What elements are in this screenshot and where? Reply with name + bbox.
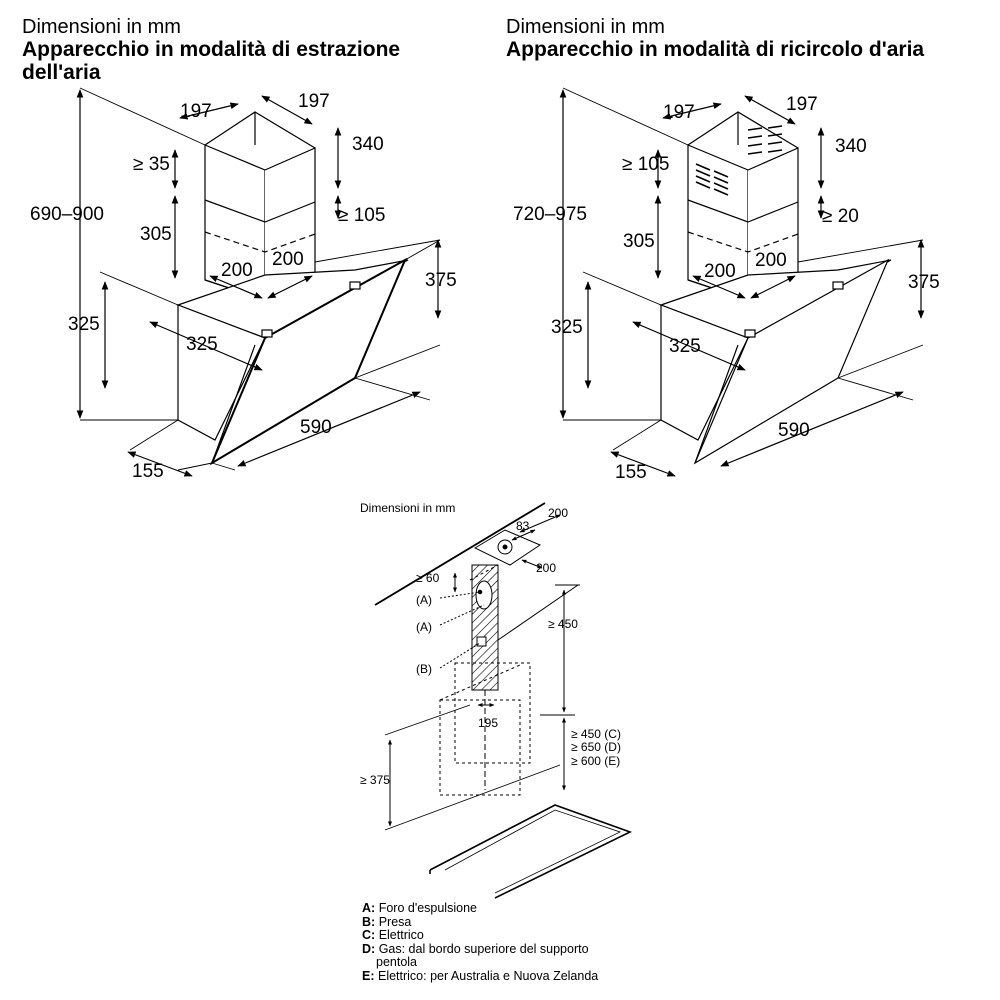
dim-gap-bottom: ≥ 20 [822,206,859,227]
dim-chimney-w1: 197 [663,102,695,123]
hood-recirculation-dimensions: 720–975 325 305 ≥ 105 197 197 340 ≥ 20 2… [513,94,940,483]
dim-chimney-upper: 340 [835,136,867,157]
dim-chimney-w2: 197 [298,91,330,112]
dim-chimney-w1: 197 [180,101,212,122]
dim-total-height: 720–975 [513,204,587,225]
label-a2: (A) [416,620,432,634]
installation-labels: Dimensioni in mm 200 83 200 ≥ 60 (A) (A)… [360,501,621,787]
dim-200-side: 200 [536,561,556,575]
header-left-subtitle: Dimensioni in mm [22,16,181,38]
dim-hood-depth: 375 [908,272,940,293]
dim-duct-w1: 200 [704,261,736,282]
dim-front: 155 [132,461,164,482]
legend-item-e: E: Elettrico: per Australia e Nuova Zela… [362,968,599,983]
dim-200-top: 200 [548,506,568,520]
dim-duct-w1: 200 [221,260,253,281]
dim-duct-w2: 200 [272,249,304,270]
dim-width: 590 [300,417,332,438]
dim-83: 83 [516,519,530,533]
dim-195: 195 [478,716,498,730]
dim-clearance-e: ≥ 600 (E) [571,754,620,768]
install-heading: Dimensioni in mm [360,501,455,515]
dim-front: 155 [615,462,647,483]
dim-chimney-lower: 305 [623,231,655,252]
dim-ge375: ≥ 375 [360,773,390,787]
dim-ge450: ≥ 450 [548,617,578,631]
legend-item-d: D: Gas: dal bordo superiore del supporto [362,941,589,956]
dim-body-height: 325 [551,317,583,338]
header-left: Dimensioni in mm Apparecchio in modalità… [22,16,462,84]
dim-body-depth: 325 [186,334,218,355]
header-right-title: Apparecchio in modalità di ricircolo d'a… [506,38,925,61]
dim-hood-depth: 375 [425,270,457,291]
hood-diagram-recirculation [559,87,925,477]
dim-gap-top: ≥ 35 [133,154,170,175]
dim-clearance-d: ≥ 650 (D) [571,740,621,754]
dim-total-height: 690–900 [30,204,104,225]
legend-item-d-cont: pentola [376,955,418,969]
hood-diagram-extraction [76,87,442,477]
legend-item-c: C: Elettrico [362,928,424,942]
dim-body-depth: 325 [669,336,701,357]
label-a1: (A) [416,593,432,607]
dim-ge60: ≥ 60 [416,571,440,585]
header-left-title: Apparecchio in modalità di estrazione de… [22,38,401,85]
dim-width: 590 [778,420,810,441]
dim-gap-top: ≥ 105 [622,154,669,175]
header-right-subtitle: Dimensioni in mm [506,16,665,38]
dim-body-height: 325 [68,314,100,335]
legend-item-b: B: Presa [362,914,412,929]
dim-chimney-w2: 197 [786,94,818,115]
legend-item-a: A: Foro d'espulsione [362,901,477,915]
label-b: (B) [416,662,432,676]
dim-gap-bottom: ≥ 105 [338,205,385,226]
installation-diagram [374,502,633,899]
dim-chimney-lower: 305 [140,224,172,245]
dim-duct-w2: 200 [755,250,787,271]
dim-chimney-upper: 340 [352,134,384,155]
legend: A: Foro d'espulsione B: Presa C: Elettri… [362,901,599,983]
header-right: Dimensioni in mm Apparecchio in modalità… [506,16,986,61]
hood-extraction-dimensions: 690–900 325 305 ≥ 35 197 197 340 ≥ 105 2… [30,91,457,482]
dim-clearance-c: ≥ 450 (C) [571,727,621,741]
